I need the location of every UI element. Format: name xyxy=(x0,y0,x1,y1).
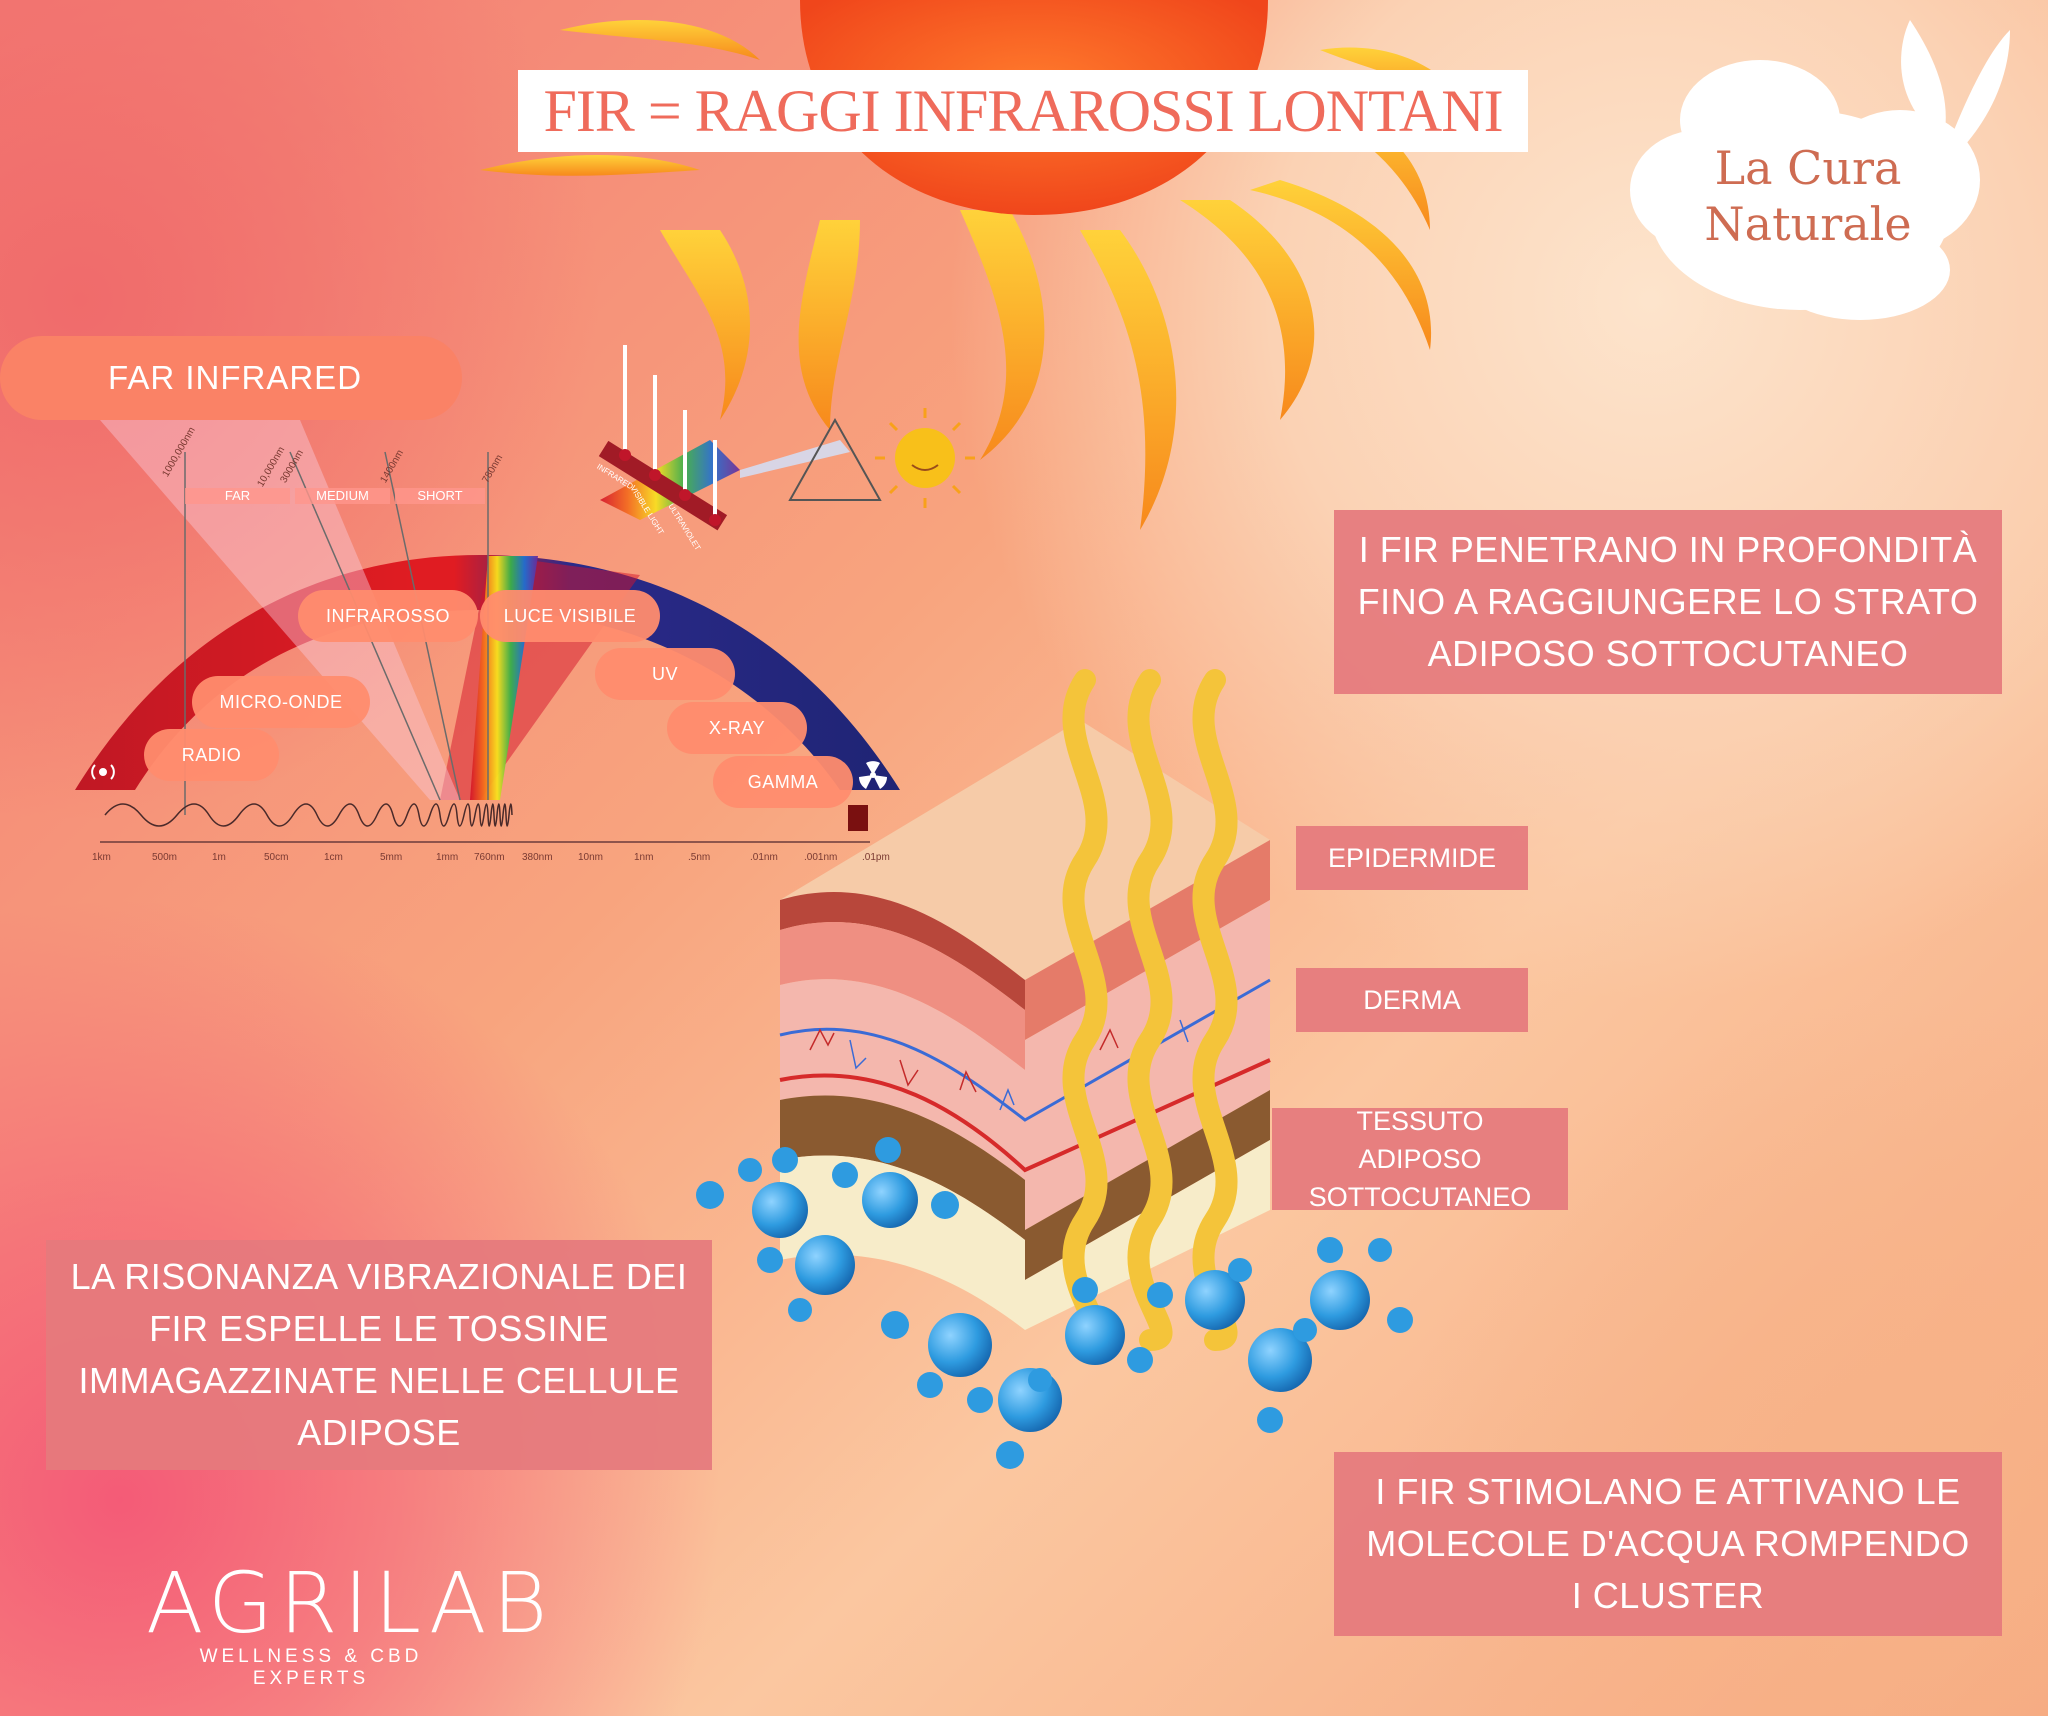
logo-tagline: WELLNESS & CBD EXPERTS xyxy=(199,1646,423,1689)
resonance-line-2: FIR ESPELLE LE TOSSINE xyxy=(149,1308,609,1349)
water-molecules xyxy=(696,1137,1413,1469)
scale-tick: .01nm xyxy=(750,852,778,863)
sub-band-medium: MEDIUM xyxy=(295,488,390,504)
scale-tick: 1cm xyxy=(324,852,343,863)
scale-tick: 760nm xyxy=(474,852,505,863)
scale-tick: 10nm xyxy=(578,852,604,863)
prism-illustration xyxy=(598,345,975,531)
far-infrared-label: FAR INFRARED xyxy=(0,336,462,420)
dermis-label: DERMA xyxy=(1296,968,1528,1032)
fat-tissue-label: TESSUTO ADIPOSO SOTTOCUTANEO xyxy=(1272,1106,1568,1212)
scale-tick: 1nm xyxy=(634,852,654,863)
title-banner: FIR = RAGGI INFRAROSSI LONTANI xyxy=(518,70,1528,152)
resonance-line-3: IMMAGAZZINATE NELLE CELLULE xyxy=(78,1360,680,1401)
sub-band-far-label: FAR xyxy=(224,488,251,503)
agrilab-logo: AGRILAB WELLNESS & CBD EXPERTS xyxy=(146,1554,554,1690)
band-radio: RADIO xyxy=(144,729,279,781)
sub-band-far: FAR xyxy=(185,488,290,504)
brand-logo: La Cura Naturale xyxy=(1648,140,1968,252)
resonance-line-4: ADIPOSE xyxy=(297,1412,461,1453)
band-micro-onde: MICRO-ONDE xyxy=(192,676,370,728)
antenna-icon xyxy=(91,764,115,780)
scale-tick: .01pm xyxy=(862,852,890,863)
sub-band-medium-label: MEDIUM xyxy=(316,488,369,503)
scale-tick: .5nm xyxy=(688,852,711,863)
sub-band-short: SHORT xyxy=(395,488,485,504)
small-sun-icon xyxy=(875,408,975,508)
cloud-shape xyxy=(1630,60,1980,320)
scale-tick: 500m xyxy=(152,852,178,863)
scale-tick: 1mm xyxy=(436,852,459,863)
water-info-box: I FIR STIMOLANO E ATTIVANO LE MOLECOLE D… xyxy=(1334,1452,2002,1636)
band-infrarosso: INFRAROSSO xyxy=(298,590,478,642)
fat-line-2: ADIPOSO xyxy=(1358,1144,1482,1174)
sub-band-short-label: SHORT xyxy=(417,488,463,503)
brand-line-1: La Cura xyxy=(1714,141,1902,195)
resonance-info-box: LA RISONANZA VIBRAZIONALE DEI FIR ESPELL… xyxy=(46,1240,712,1470)
epidermis-label: EPIDERMIDE xyxy=(1296,826,1528,890)
water-line-2: MOLECOLE D'ACQUA ROMPENDO xyxy=(1366,1523,1970,1564)
penetration-line-2: FINO A RAGGIUNGERE LO STRATO xyxy=(1357,581,1979,622)
fat-line-3: SOTTOCUTANEO xyxy=(1308,1182,1532,1212)
brand-line-2: Naturale xyxy=(1704,197,1912,251)
scale-tick: .001nm xyxy=(804,852,838,863)
band-uv: UV xyxy=(595,648,735,700)
band-gamma: GAMMA xyxy=(713,756,853,808)
sun-flames xyxy=(480,20,1470,530)
scale-tick: 1km xyxy=(92,852,111,863)
penetration-info-box: I FIR PENETRANO IN PROFONDITÀ FINO A RAG… xyxy=(1334,510,2002,694)
penetration-line-3: ADIPOSO SOTTOCUTANEO xyxy=(1427,633,1909,674)
radiation-icon xyxy=(859,761,887,789)
scale-tick: 1m xyxy=(212,852,226,863)
bunny-ears-icon xyxy=(1901,20,2010,145)
water-line-1: I FIR STIMOLANO E ATTIVANO LE xyxy=(1375,1471,1961,1512)
water-line-3: I CLUSTER xyxy=(1571,1575,1765,1616)
resonance-line-1: LA RISONANZA VIBRAZIONALE DEI xyxy=(70,1256,688,1297)
scale-tick: 380nm xyxy=(522,852,553,863)
fat-line-1: TESSUTO xyxy=(1356,1106,1484,1136)
fir-waves xyxy=(1062,669,1238,1351)
logo-name: AGRILAB xyxy=(146,1554,554,1652)
scale-tick: 50cm xyxy=(264,852,289,863)
penetration-line-1: I FIR PENETRANO IN PROFONDITÀ xyxy=(1358,529,1978,570)
band-x-ray: X-RAY xyxy=(667,702,807,754)
band-luce-visibile: LUCE VISIBILE xyxy=(480,590,660,642)
spectrum-scale: 1km 500m 1m 50cm 1cm 5mm 1mm 760nm 380nm… xyxy=(88,852,890,866)
page-title: FIR = RAGGI INFRAROSSI LONTANI xyxy=(543,77,1503,144)
scale-tick: 5mm xyxy=(380,852,403,863)
